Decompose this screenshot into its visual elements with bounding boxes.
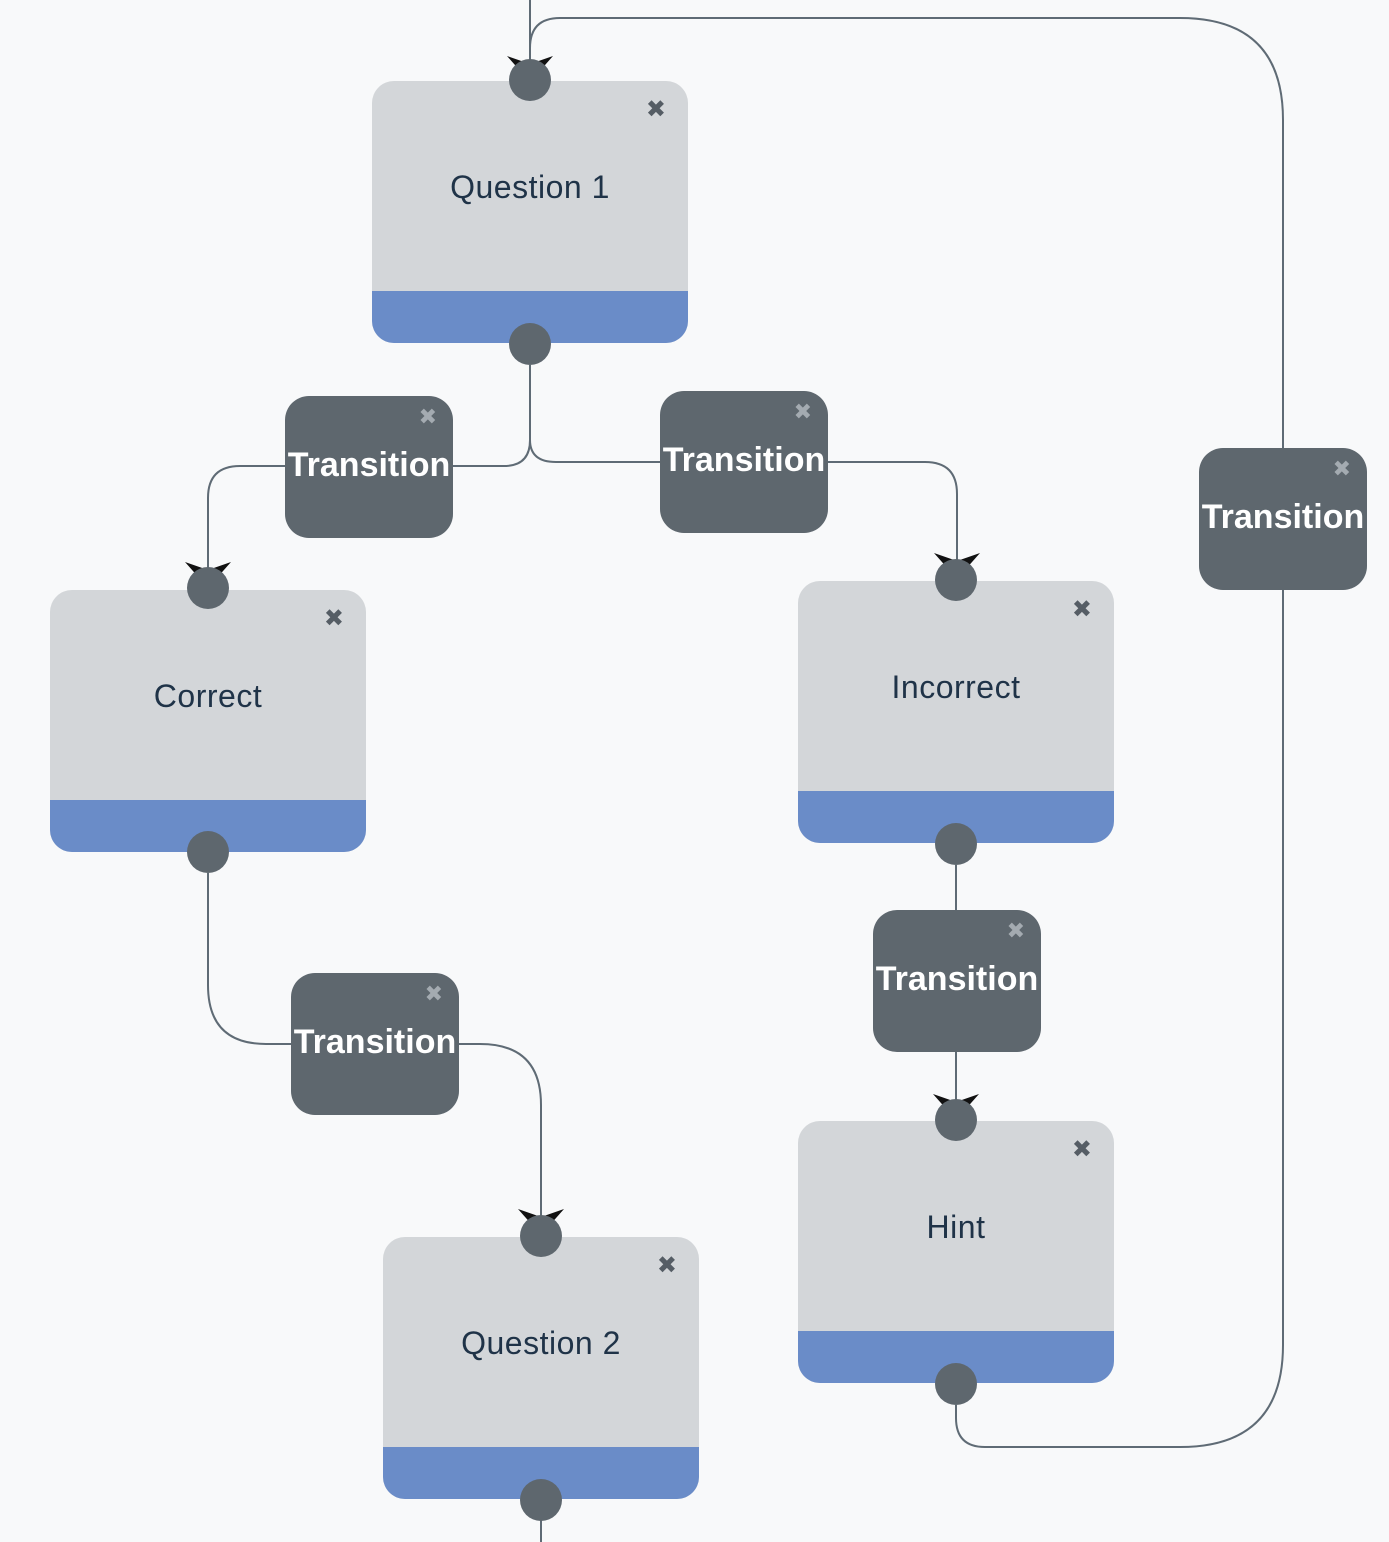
transition-incorrect-hint[interactable]: ✖ Transition [873,910,1041,1052]
edge-question1-incorrect [529,439,958,575]
node-label: Correct [153,678,263,714]
edge-hint-loop [529,17,1284,1448]
transition-question1-correct[interactable]: ✖ Transition [285,396,453,538]
input-port-question2[interactable] [520,1215,562,1257]
transition-label: Transition [293,1023,457,1061]
transition-label: Transition [1201,498,1365,536]
transition-label: Transition [662,441,826,479]
close-icon[interactable]: ✖ [1006,918,1025,943]
close-icon[interactable]: ✖ [1332,456,1351,481]
close-icon[interactable]: ✖ [793,399,812,424]
transition-question1-incorrect[interactable]: ✖ Transition [660,391,828,533]
output-port-correct[interactable] [187,831,229,873]
close-icon[interactable]: ✖ [1071,1136,1092,1163]
node-question2[interactable]: ✖ Question 2 [383,1237,699,1499]
node-label: Hint [926,1209,986,1245]
transition-correct-question2[interactable]: ✖ Transition [291,973,459,1115]
node-label: Question 2 [461,1325,621,1361]
node-question1[interactable]: ✖ Question 1 [372,81,688,343]
transition-label: Transition [875,960,1039,998]
output-port-question2[interactable] [520,1479,562,1521]
node-correct[interactable]: ✖ Correct [50,590,366,852]
output-port-question1[interactable] [509,323,551,365]
close-icon[interactable]: ✖ [424,981,443,1006]
input-port-question1[interactable] [509,59,551,101]
input-port-incorrect[interactable] [935,559,977,601]
node-hint[interactable]: ✖ Hint [798,1121,1114,1383]
node-incorrect[interactable]: ✖ Incorrect [798,581,1114,843]
node-label: Incorrect [891,669,1021,705]
output-port-hint[interactable] [935,1363,977,1405]
transition-hint-question1[interactable]: ✖ Transition [1199,448,1367,590]
close-icon[interactable]: ✖ [323,605,344,632]
close-icon[interactable]: ✖ [645,96,666,123]
input-port-correct[interactable] [187,567,229,609]
close-icon[interactable]: ✖ [418,404,437,429]
close-icon[interactable]: ✖ [656,1252,677,1279]
node-label: Question 1 [450,169,610,205]
output-port-incorrect[interactable] [935,823,977,865]
input-port-hint[interactable] [935,1099,977,1141]
transition-label: Transition [287,446,451,484]
close-icon[interactable]: ✖ [1071,596,1092,623]
